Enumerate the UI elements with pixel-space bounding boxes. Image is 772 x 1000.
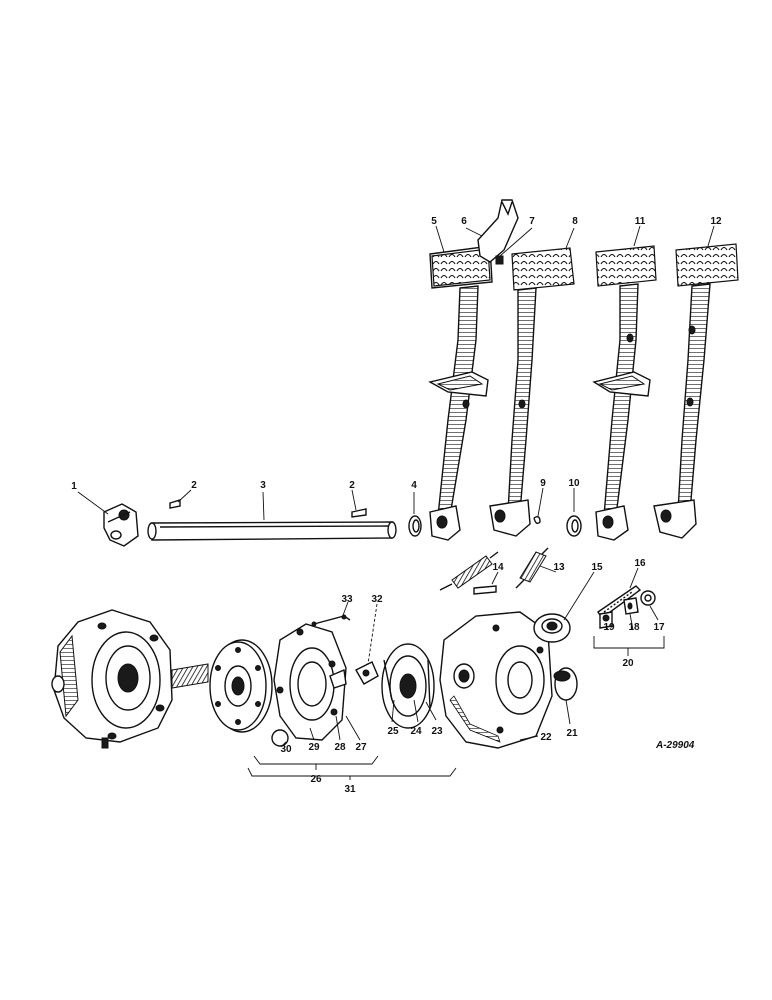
callout-18: 18 (628, 622, 640, 633)
nut-19-part (599, 611, 613, 629)
callout-4: 4 (411, 480, 417, 491)
brake-disc-part (209, 639, 273, 733)
brake-lining-disc-part (381, 643, 435, 729)
callout-17: 17 (653, 622, 665, 633)
callout-14: 14 (492, 562, 504, 573)
callout-3: 3 (260, 480, 266, 491)
brake-cover-part (439, 611, 553, 749)
callout-7: 7 (529, 216, 535, 227)
callout-23: 23 (431, 726, 443, 737)
callout-1: 1 (71, 481, 77, 492)
nut-17-part (640, 590, 656, 606)
callout-5: 5 (431, 216, 437, 227)
nut-18-part (623, 597, 639, 615)
callout-27: 27 (355, 742, 367, 753)
cover-plug-part (553, 667, 578, 701)
return-spring-right-part (515, 547, 549, 589)
callout-6: 6 (461, 216, 467, 227)
latch-pin-part (495, 255, 504, 265)
cross-shaft-part (147, 521, 397, 541)
actuating-link-part (311, 614, 351, 627)
pedal-latch-part (477, 199, 519, 263)
actuating-plate-part (273, 623, 347, 741)
callout-10: 10 (568, 478, 580, 489)
brake-pedal-11-part (592, 245, 657, 541)
brake-pedal-left-part (428, 245, 493, 541)
callout-2-right: 2 (349, 480, 355, 491)
callout-19: 19 (603, 622, 615, 633)
washer-part (408, 515, 422, 537)
callout-16: 16 (634, 558, 646, 569)
callout-15: 15 (591, 562, 603, 573)
callout-labels: 1 2 3 2 4 5 6 7 8 9 10 11 12 13 14 15 16… (71, 216, 722, 795)
spring-clip-part (473, 585, 497, 595)
key-part-right (351, 508, 367, 518)
clip-part (533, 515, 541, 525)
callout-31: 31 (344, 784, 356, 795)
callout-9: 9 (540, 478, 546, 489)
callout-20: 20 (622, 658, 634, 669)
brake-pedal-12-part (653, 243, 739, 539)
callout-2-left: 2 (191, 480, 197, 491)
key-part-left (169, 499, 181, 509)
figure-reference: A-29904 (655, 740, 695, 751)
callout-8: 8 (572, 216, 578, 227)
callout-26: 26 (310, 774, 322, 785)
callout-25: 25 (387, 726, 399, 737)
callout-28: 28 (334, 742, 346, 753)
clevis-part (355, 661, 379, 685)
callout-12: 12 (710, 216, 722, 227)
brake-housing-part (51, 609, 209, 749)
return-spring-left-part (439, 551, 499, 591)
leader-lines (77, 225, 715, 780)
callout-11: 11 (635, 216, 646, 227)
callout-30: 30 (280, 744, 292, 755)
callout-22: 22 (540, 732, 552, 743)
callout-33: 33 (341, 594, 353, 605)
pedal-washer-part (566, 515, 582, 537)
callout-32: 32 (371, 594, 383, 605)
steel-ball-part (271, 729, 289, 747)
cross-shaft-group (103, 499, 422, 547)
shaft-bracket-part (103, 503, 139, 547)
callout-13: 13 (553, 562, 565, 573)
callout-24: 24 (410, 726, 422, 737)
brake-pedal-8-part (489, 247, 575, 537)
callout-29: 29 (308, 742, 320, 753)
seal-part (533, 613, 571, 643)
callout-21: 21 (566, 728, 578, 739)
